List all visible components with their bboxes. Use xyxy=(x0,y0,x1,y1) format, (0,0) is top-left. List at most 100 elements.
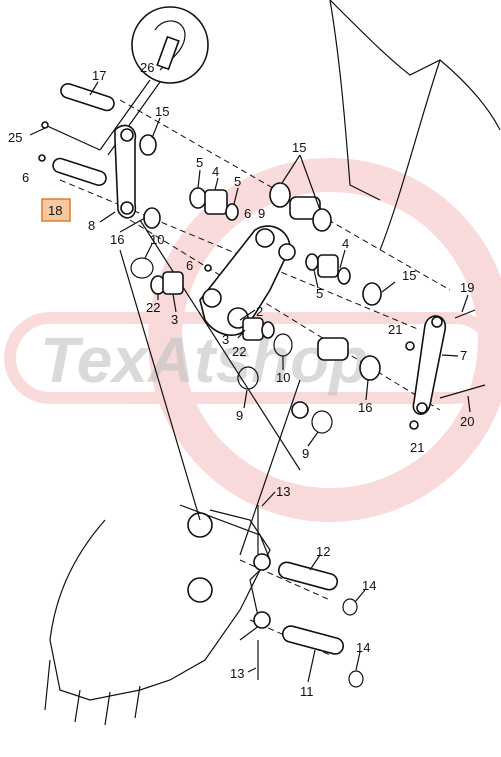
callout-6b[interactable]: 6 xyxy=(244,206,251,221)
callout-5b[interactable]: 5 xyxy=(234,174,241,189)
lever-2-hole-top xyxy=(255,228,275,248)
callout-20[interactable]: 20 xyxy=(460,414,474,429)
callout-5c[interactable]: 5 xyxy=(316,286,323,301)
callout-9c[interactable]: 9 xyxy=(302,446,309,461)
washer-15-right xyxy=(362,282,382,306)
leader-4b xyxy=(339,249,346,269)
callout-14b[interactable]: 14 xyxy=(356,640,370,655)
leader-13a xyxy=(261,491,276,507)
pin-middle xyxy=(317,337,349,361)
bushing-3-left xyxy=(162,271,184,295)
boom-inner-outline xyxy=(329,0,381,201)
callout-22a[interactable]: 22 xyxy=(146,300,160,315)
leader-2 xyxy=(239,309,256,321)
callout-26[interactable]: 26 xyxy=(140,60,154,75)
rod-25 xyxy=(44,124,101,151)
leader-19 xyxy=(461,294,469,313)
washer-15-upper-a xyxy=(269,182,291,208)
link-7-hole-top xyxy=(431,316,443,328)
callout-9b[interactable]: 9 xyxy=(236,408,243,423)
callout-21b[interactable]: 21 xyxy=(410,440,424,455)
watermark-ring xyxy=(148,158,501,522)
leader-15b xyxy=(281,154,321,211)
callout-4b[interactable]: 4 xyxy=(342,236,349,251)
callout-5a[interactable]: 5 xyxy=(196,155,203,170)
leader-5c xyxy=(313,269,319,289)
bushing-3-lower xyxy=(242,317,264,341)
callout-6c[interactable]: 6 xyxy=(186,258,193,273)
pin-17-body xyxy=(60,83,115,112)
seal-22-lower xyxy=(261,321,275,339)
pin-17 xyxy=(60,83,115,112)
callout-15b[interactable]: 15 xyxy=(292,140,306,155)
callout-6a[interactable]: 6 xyxy=(22,170,29,185)
ring-14-upper xyxy=(342,598,358,616)
leader-14a xyxy=(354,589,366,603)
link-plate-8-hole-top xyxy=(120,128,134,142)
link-line-right xyxy=(239,379,301,556)
callout-10b[interactable]: 10 xyxy=(276,370,290,385)
callout-14a[interactable]: 14 xyxy=(362,578,376,593)
callout-18[interactable]: 18 xyxy=(48,203,62,218)
callout-17[interactable]: 17 xyxy=(92,68,106,83)
leader-9a xyxy=(243,389,248,409)
callout-12[interactable]: 12 xyxy=(316,544,330,559)
washer-16-left xyxy=(143,207,161,229)
callout-19[interactable]: 19 xyxy=(460,280,474,295)
watermark-text: TexAtshop xyxy=(40,324,368,396)
leader-16b xyxy=(365,379,369,401)
leader-5b xyxy=(233,187,239,205)
callout-16b[interactable]: 16 xyxy=(358,400,372,415)
callout-25[interactable]: 25 xyxy=(8,130,22,145)
leader-13b xyxy=(247,667,257,673)
rod-25-head xyxy=(41,121,49,129)
bucket-lower-hole xyxy=(253,611,271,629)
callout-15c[interactable]: 15 xyxy=(402,268,416,283)
callout-21a[interactable]: 21 xyxy=(388,322,402,337)
leader-16a xyxy=(119,217,146,233)
callout-7[interactable]: 7 xyxy=(460,348,467,363)
callout-13b[interactable]: 13 xyxy=(230,666,244,681)
callout-11[interactable]: 11 xyxy=(300,684,314,699)
callout-22b[interactable]: 22 xyxy=(232,344,246,359)
bolt-6-center xyxy=(204,264,212,272)
boom-outline xyxy=(329,0,501,131)
link-line-left xyxy=(119,249,201,521)
pin-18-body xyxy=(52,157,107,186)
bolt-6-left xyxy=(38,154,46,162)
callout-10a[interactable]: 10 xyxy=(150,232,164,247)
bushing-4-right xyxy=(317,254,339,278)
bushing-4-upper xyxy=(204,189,228,215)
callout-8[interactable]: 8 xyxy=(88,218,95,233)
leader-9b xyxy=(307,431,319,447)
callout-3a[interactable]: 3 xyxy=(171,312,178,327)
seal-5-upper-left xyxy=(189,187,207,209)
bucket-pin-hole-upper xyxy=(187,512,213,538)
callout-13a[interactable]: 13 xyxy=(276,484,290,499)
guide-line-4 xyxy=(239,559,331,601)
leader-3b xyxy=(237,329,246,339)
washer-16-right xyxy=(359,355,381,381)
callout-15a[interactable]: 15 xyxy=(155,104,169,119)
leader-11 xyxy=(307,649,316,683)
link-plate-8-hole-bottom xyxy=(120,201,134,215)
callout-4a[interactable]: 4 xyxy=(212,164,219,179)
leader-17 xyxy=(89,81,99,96)
bucket-outline xyxy=(49,509,271,701)
seal-5-upper-right xyxy=(225,203,239,221)
highlight-box-18 xyxy=(41,198,71,222)
lever-2 xyxy=(199,225,291,336)
callout-16a[interactable]: 16 xyxy=(110,232,124,247)
bolt-20 xyxy=(439,384,486,399)
callout-3b[interactable]: 3 xyxy=(222,332,229,347)
callout-9a-upper[interactable]: 9 xyxy=(258,206,265,221)
bolt-19 xyxy=(454,309,476,319)
callout-2[interactable]: 2 xyxy=(256,304,263,319)
leader-15a xyxy=(151,117,161,139)
snap-ring-9-right xyxy=(311,410,333,434)
washer-15-left xyxy=(139,134,157,156)
pin-15-upper xyxy=(289,196,321,220)
boom-edge xyxy=(379,59,441,251)
